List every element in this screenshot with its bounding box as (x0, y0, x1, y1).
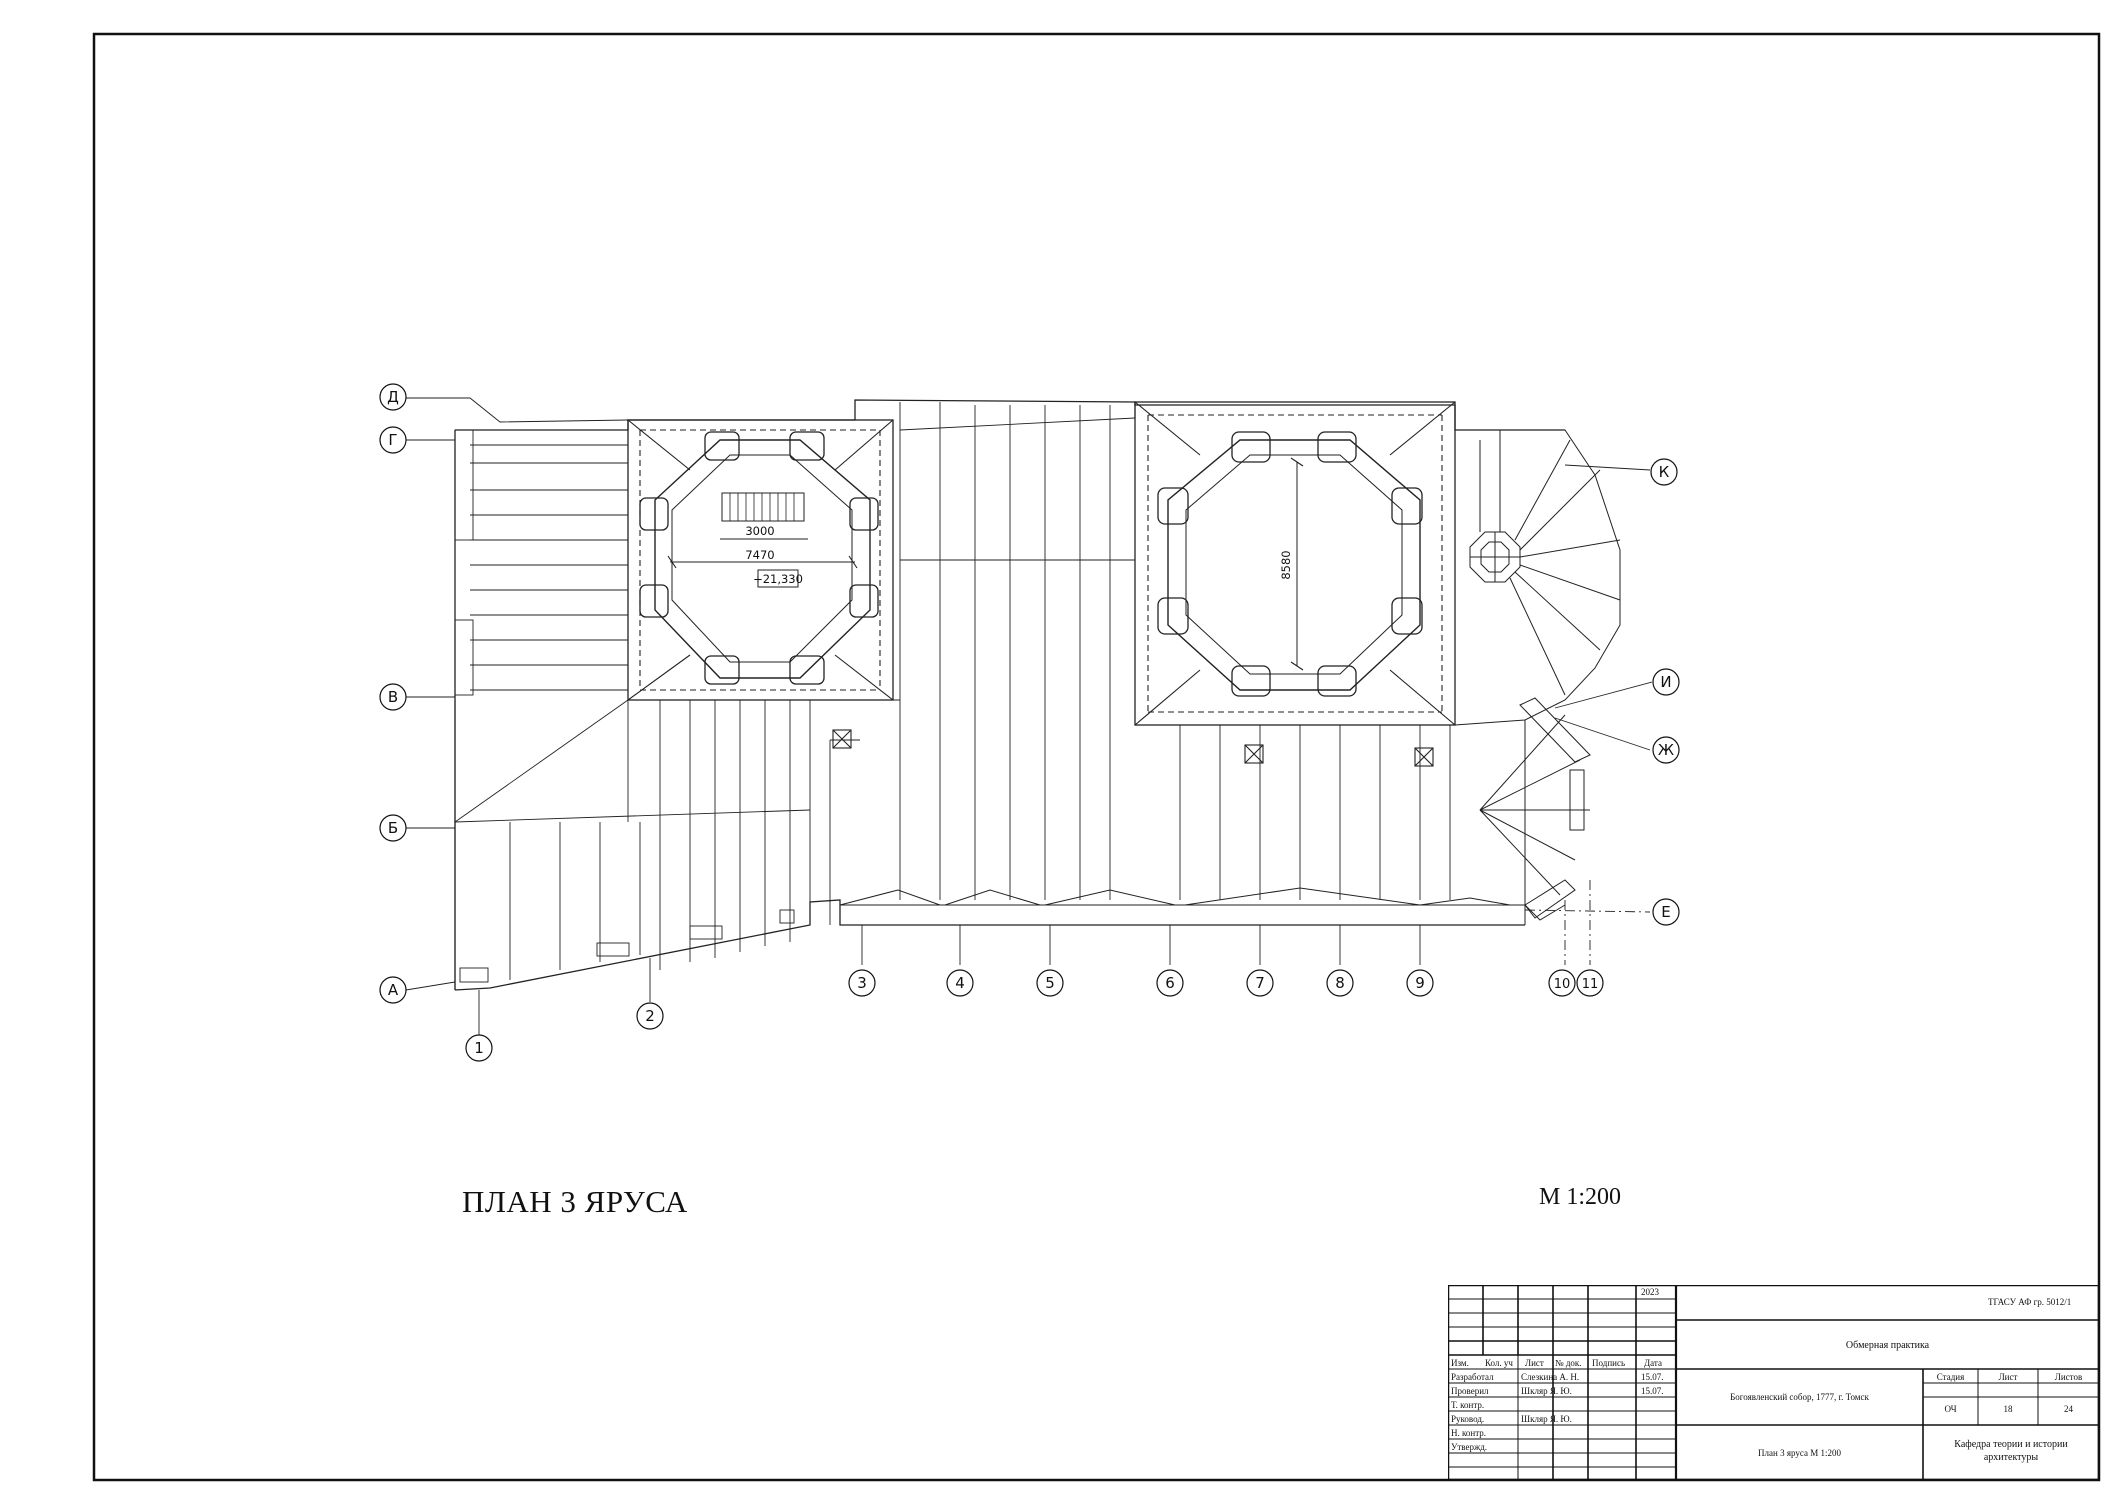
axis-bubble-zh: Ж (1652, 736, 1680, 764)
tb-header-list: Лист (1525, 1358, 1544, 1368)
tb-name-1: Шкляр Я. Ю. (1521, 1386, 1572, 1396)
tb-code: ТГАСУ АФ гр. 5012/1 (1988, 1297, 2072, 1307)
svg-text:9: 9 (1415, 974, 1425, 992)
tb-header-sign: Подпись (1592, 1358, 1626, 1368)
tb-date-1: 15.07. (1641, 1386, 1664, 1396)
tb-role-1: Проверил (1451, 1386, 1489, 1396)
svg-text:1: 1 (474, 1039, 484, 1057)
svg-text:А: А (388, 981, 399, 999)
svg-text:8: 8 (1335, 974, 1345, 992)
axis-bubble-1: 1 (465, 1034, 493, 1062)
drum-1 (627, 419, 894, 749)
axis-bubble-g: Г (379, 426, 407, 454)
title-block: 2023 ТГАСУ АФ гр. 5012/1 Обмерная практи… (1448, 1285, 2099, 1480)
title-block-grid (1448, 1285, 2099, 1480)
tb-header-date: Дата (1644, 1358, 1662, 1368)
svg-text:5: 5 (1045, 974, 1055, 992)
axis-bubble-2: 2 (636, 1002, 664, 1030)
axis-bubble-k: К (1650, 458, 1678, 486)
svg-text:6: 6 (1165, 974, 1175, 992)
roof-ridges (839, 887, 1526, 925)
axis-bubble-8: 8 (1326, 969, 1354, 997)
svg-text:10: 10 (1554, 977, 1571, 992)
dimension-labels: 3000 7470 +21,330 8580 (745, 524, 1293, 586)
tb-sheets: 24 (2064, 1404, 2073, 1414)
tb-role-4: Н. контр. (1451, 1428, 1487, 1438)
tb-sheet: 18 (2003, 1404, 2013, 1414)
tb-object: Богоявленский собор, 1777, г. Томск (1730, 1392, 1869, 1402)
tb-stage-label: Стадия (1936, 1372, 1965, 1382)
axis-bubble-9: 9 (1406, 969, 1434, 997)
svg-text:11: 11 (1582, 977, 1599, 992)
tb-sheet-name: План 3 яруса М 1:200 (1758, 1448, 1841, 1458)
axis-bubble-11: 11 (1576, 969, 1604, 997)
tb-sheet-label: Лист (1998, 1372, 2018, 1382)
tb-header-kol: Кол. уч (1485, 1358, 1513, 1368)
tb-practice: Обмерная практика (1845, 1340, 1930, 1351)
axis-bubble-d: Д (379, 383, 407, 411)
tb-sheets-label: Листов (2054, 1372, 2083, 1382)
svg-text:Ж: Ж (1658, 741, 1674, 759)
axis-bubble-v: В (379, 683, 407, 711)
axis-bubble-a: А (379, 976, 407, 1004)
plan-scale: М 1:200 (1539, 1184, 1622, 1210)
sheet-frame (92, 32, 2101, 1482)
middle-roof-lines (829, 402, 1451, 925)
svg-text:4: 4 (955, 974, 965, 992)
drum-2 (1134, 401, 1456, 767)
svg-text:7: 7 (1255, 974, 1265, 992)
tb-stage: ОЧ (1944, 1404, 1957, 1414)
floor-plan (405, 397, 1653, 1035)
tb-header-izm: Изм. (1451, 1358, 1469, 1368)
svg-text:3: 3 (857, 974, 867, 992)
stair-dimension: 3000 (745, 524, 774, 538)
svg-text:К: К (1659, 463, 1670, 481)
tb-header-doc: № док. (1555, 1358, 1582, 1368)
tb-role-5: Утвержд. (1451, 1442, 1488, 1452)
tb-role-3: Руковод. (1451, 1414, 1485, 1424)
axis-bubble-i: И (1652, 668, 1680, 696)
axis-bubble-b: Б (379, 814, 407, 842)
svg-text:Г: Г (388, 431, 397, 449)
svg-text:В: В (388, 688, 398, 706)
svg-text:И: И (1660, 673, 1671, 691)
tb-name-3: Шкляр Я. Ю. (1521, 1414, 1572, 1424)
svg-text:Б: Б (388, 819, 398, 837)
axis-bubble-6: 6 (1156, 969, 1184, 997)
svg-text:2: 2 (645, 1007, 655, 1025)
axis-bubble-10: 10 (1548, 969, 1576, 997)
svg-text:Е: Е (1661, 903, 1670, 921)
plan-title: ПЛАН 3 ЯРУСА (462, 1184, 688, 1219)
tb-role-2: Т. контр. (1451, 1400, 1485, 1410)
grid-axes: 1 2 3 4 5 6 7 8 9 10 11 Д Г В Б А К И Ж … (379, 383, 1680, 1062)
tb-role-0: Разработал (1451, 1372, 1494, 1382)
left-roof-lines (454, 429, 900, 983)
tb-name-0: Слезкина А. Н. (1521, 1372, 1580, 1382)
apse (1454, 429, 1621, 921)
axis-bubble-7: 7 (1246, 969, 1274, 997)
axis-bubble-3: 3 (848, 969, 876, 997)
level-mark: +21,330 (753, 572, 803, 586)
dome1-dimension: 7470 (745, 548, 774, 562)
tb-date-0: 15.07. (1641, 1372, 1664, 1382)
axis-bubble-4: 4 (946, 969, 974, 997)
tb-year: 2023 (1641, 1287, 1659, 1297)
tb-department: Кафедра теории и истории архитектуры (1954, 1439, 2068, 1463)
axis-bubble-e: Е (1652, 898, 1680, 926)
dome2-dimension: 8580 (1279, 550, 1293, 579)
axis-bubble-5: 5 (1036, 969, 1064, 997)
svg-text:Д: Д (387, 388, 399, 406)
axis-leaders (405, 397, 1653, 1035)
